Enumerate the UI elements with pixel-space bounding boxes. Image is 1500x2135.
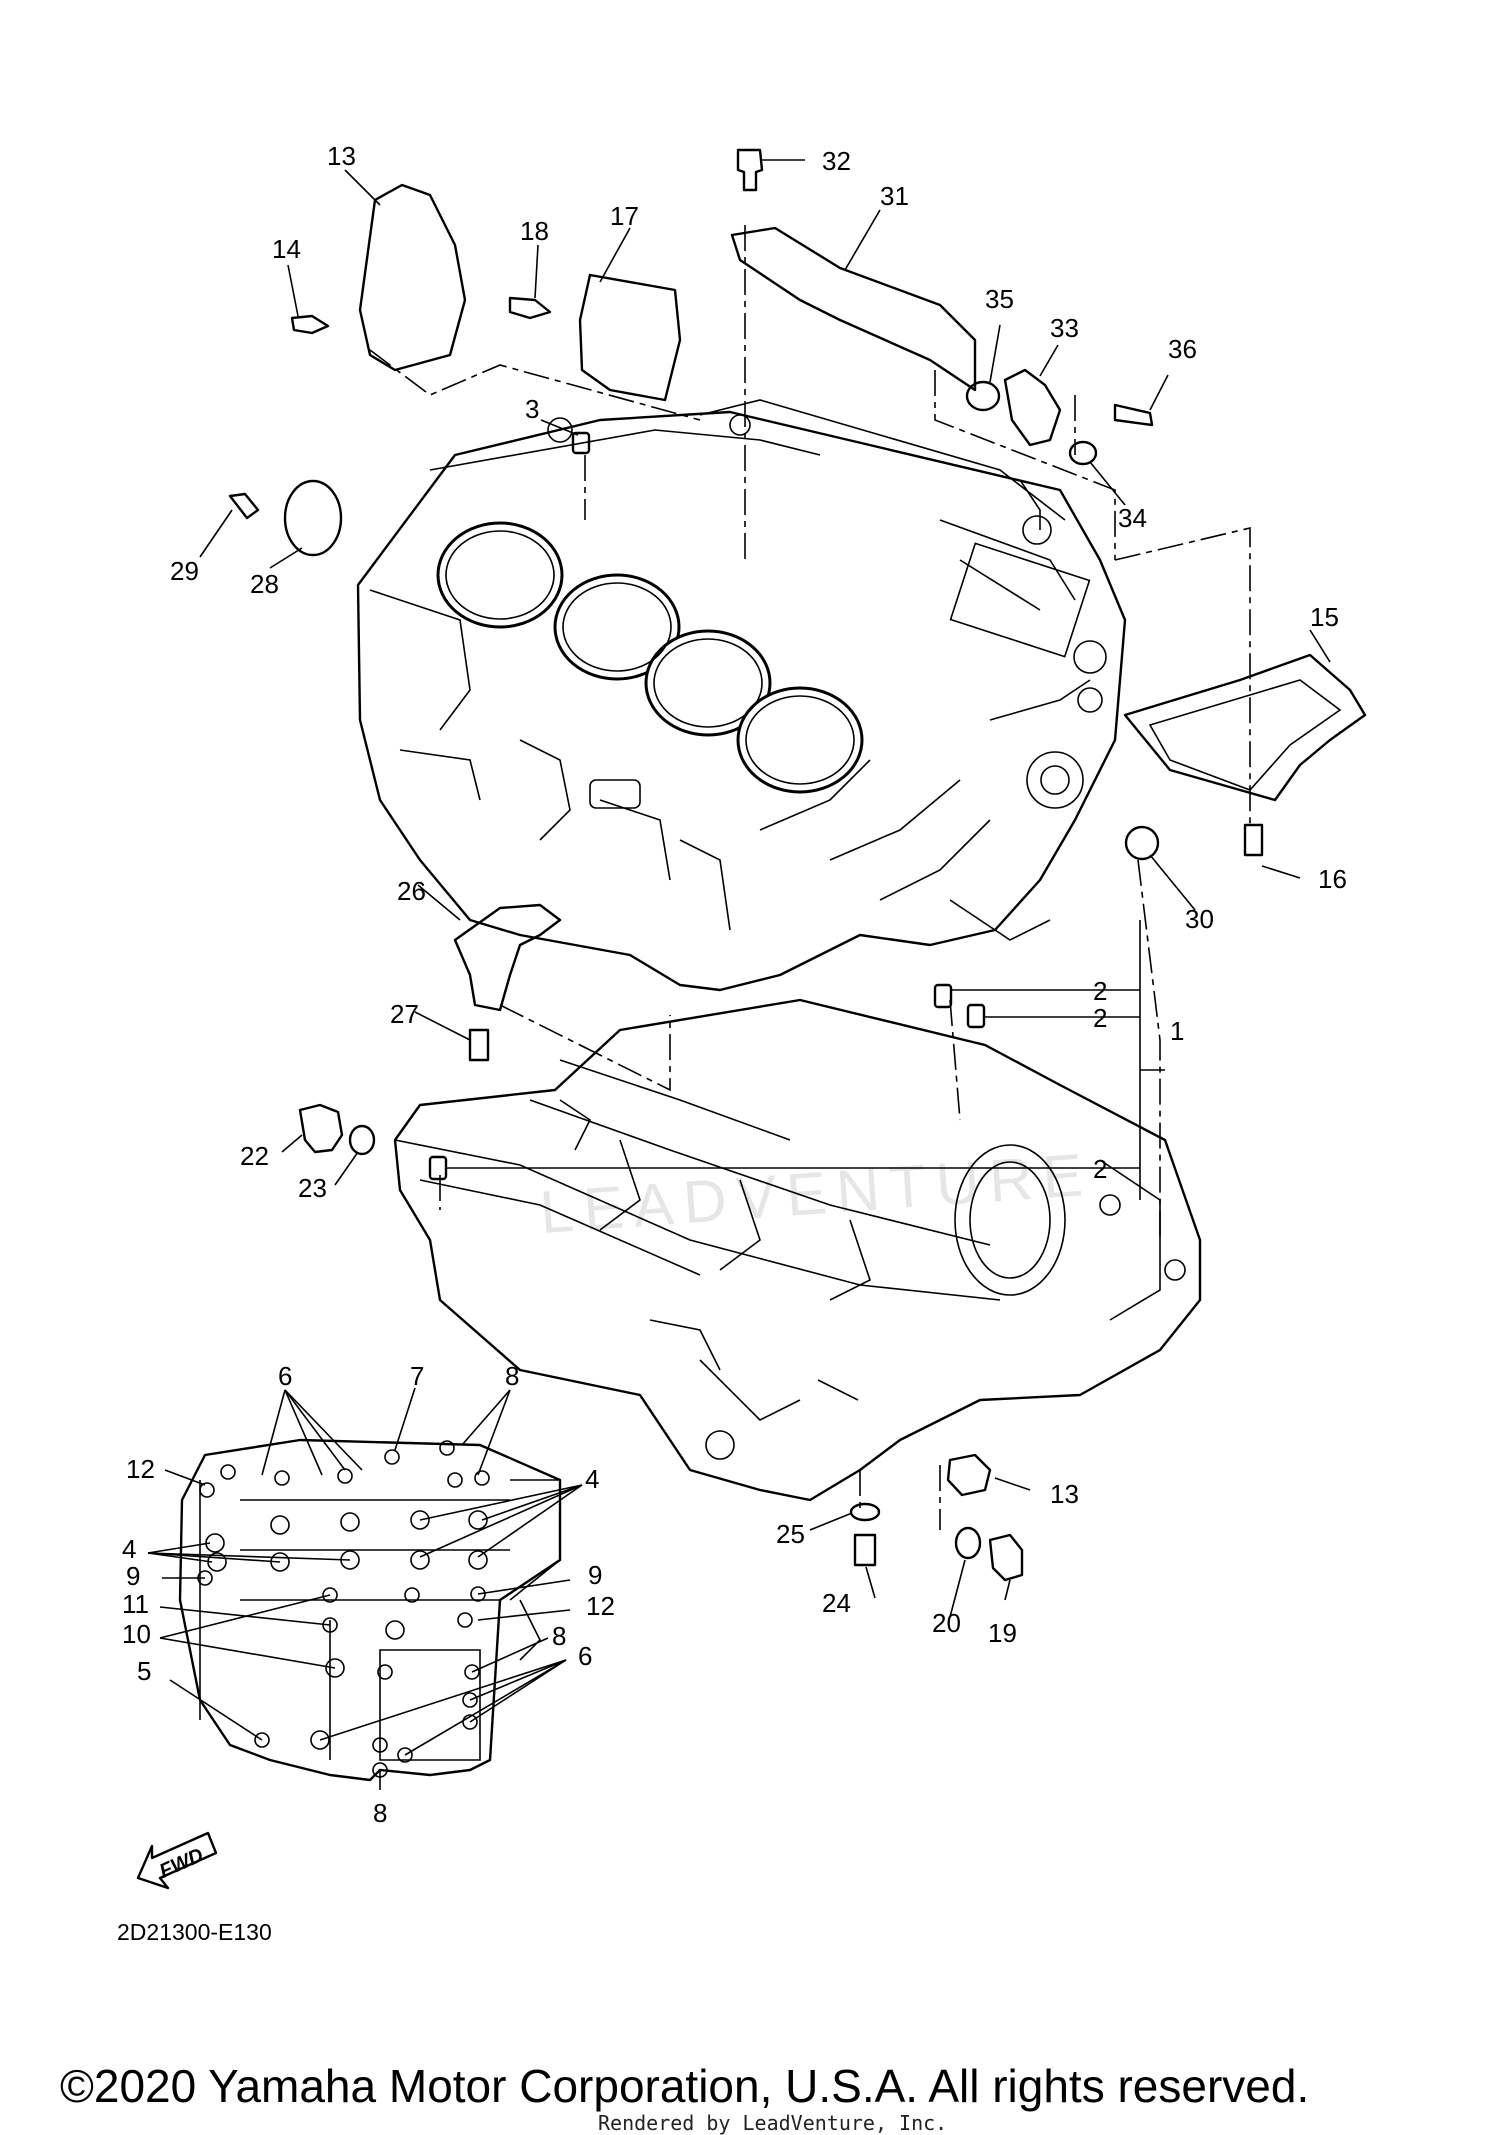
plate-16 xyxy=(1123,653,1367,802)
inset-callout-6a: 6 xyxy=(278,1361,292,1391)
callout-2c: 2 xyxy=(1093,1154,1107,1184)
rendered-by-notice: Rendered by LeadVenture, Inc. xyxy=(598,2111,947,2135)
bolt-17 xyxy=(1243,823,1264,857)
callout-16: 15 xyxy=(1310,602,1339,632)
diagram-code: 2D21300-E130 xyxy=(117,1919,272,1945)
plug-20 xyxy=(988,1533,1024,1582)
callout-24: 24 xyxy=(822,1588,851,1618)
callout-22: 22 xyxy=(240,1141,269,1171)
callout-20: 19 xyxy=(988,1618,1017,1648)
o-ring-34 xyxy=(1068,440,1098,466)
assembly-lines xyxy=(369,225,1251,1530)
inset-callout-11: 11 xyxy=(122,1589,149,1619)
leader-lines xyxy=(199,159,1331,1618)
breather-plate-31 xyxy=(730,226,977,392)
inset-callout-4b: 4 xyxy=(122,1534,136,1564)
o-ring-25 xyxy=(849,1502,881,1522)
callout-29: 29 xyxy=(170,556,199,586)
bolt-36 xyxy=(1113,403,1154,427)
copyright-notice: ©2020 Yamaha Motor Corporation, U.S.A. A… xyxy=(60,2060,1309,2112)
cylinder-bore-4 xyxy=(736,686,864,794)
forward-direction-arrow: FWD xyxy=(136,1831,218,1890)
bolt-19 xyxy=(508,296,552,320)
o-ring-21 xyxy=(954,1526,982,1560)
callout-2a: 2 xyxy=(1093,976,1107,1006)
bolt-29 xyxy=(228,492,260,520)
dowel-2c xyxy=(428,1155,448,1181)
dowel-2a xyxy=(933,983,953,1009)
bolt-15 xyxy=(290,314,330,335)
callout-26: 26 xyxy=(397,876,426,906)
inset-callout-12a: 12 xyxy=(126,1454,155,1484)
dowel-2b xyxy=(966,1003,986,1029)
bolt-32 xyxy=(736,148,764,192)
inset-callout-9a: 9 xyxy=(126,1561,140,1591)
watermark: LEADVENTURE xyxy=(538,1141,1095,1246)
sensor-33 xyxy=(1003,368,1062,447)
bracket-26 xyxy=(453,903,562,1012)
callout-14: 13 xyxy=(327,141,356,171)
callout-32: 32 xyxy=(822,146,851,176)
callout-34: 34 xyxy=(1118,503,1147,533)
fwd-label: FWD xyxy=(156,1844,207,1883)
o-ring-23 xyxy=(348,1124,376,1156)
plug-13 xyxy=(946,1453,992,1497)
plug-22 xyxy=(298,1103,344,1154)
inset-callout-labels: 6 7 8 12 4 4 9 9 12 11 8 10 6 5 8 xyxy=(122,1361,615,1828)
gear-30 xyxy=(1124,825,1160,861)
cylinder-bore-2 xyxy=(553,573,681,681)
cover-14 xyxy=(358,183,467,372)
inset-callout-4a: 4 xyxy=(585,1464,599,1494)
callout-25: 25 xyxy=(776,1519,805,1549)
inset-callout-10: 10 xyxy=(122,1619,151,1649)
callout-18: 17 xyxy=(610,201,639,231)
inset-callout-9b: 9 xyxy=(588,1560,602,1590)
callout-13-label: 13 xyxy=(1050,1479,1079,1509)
cap-28 xyxy=(283,479,343,557)
inset-callout-5: 5 xyxy=(137,1656,151,1686)
callout-1: 1 xyxy=(1170,1016,1184,1046)
bolt-27 xyxy=(468,1028,490,1062)
inset-bolt-view xyxy=(147,1387,583,1790)
cylinder-bore-3 xyxy=(644,629,772,737)
callout-3: 3 xyxy=(525,394,539,424)
lower-crankcase xyxy=(393,998,1202,1502)
plate-18 xyxy=(578,273,682,402)
jet-24 xyxy=(853,1533,877,1567)
callout-27: 27 xyxy=(390,999,419,1029)
inset-callout-8a: 8 xyxy=(505,1361,519,1391)
inset-callout-8c: 8 xyxy=(373,1798,387,1828)
callout-21: 20 xyxy=(932,1608,961,1638)
inset-callout-12b: 12 xyxy=(586,1591,615,1621)
inset-callout-8b: 8 xyxy=(552,1621,566,1651)
callout-30: 30 xyxy=(1185,904,1214,934)
callout-35: 35 xyxy=(985,284,1014,314)
callout-31: 31 xyxy=(880,181,909,211)
inset-callout-7: 7 xyxy=(410,1361,424,1391)
cylinder-bore-1 xyxy=(436,521,564,629)
callout-17: 16 xyxy=(1318,864,1347,894)
callout-19: 18 xyxy=(520,216,549,246)
callout-labels: 32 31 13 14 18 17 35 33 36 34 3 29 28 15… xyxy=(170,141,1347,1648)
callout-28: 28 xyxy=(250,569,279,599)
upper-crankcase xyxy=(356,399,1127,992)
callout-2b: 2 xyxy=(1093,1003,1107,1033)
o-ring-35 xyxy=(965,380,1001,412)
callout-23: 23 xyxy=(298,1173,327,1203)
dowel-3 xyxy=(571,431,591,455)
callout-15: 14 xyxy=(272,234,301,264)
callout-33: 33 xyxy=(1050,313,1079,343)
callout-36: 36 xyxy=(1168,334,1197,364)
inset-callout-6b: 6 xyxy=(578,1641,592,1671)
